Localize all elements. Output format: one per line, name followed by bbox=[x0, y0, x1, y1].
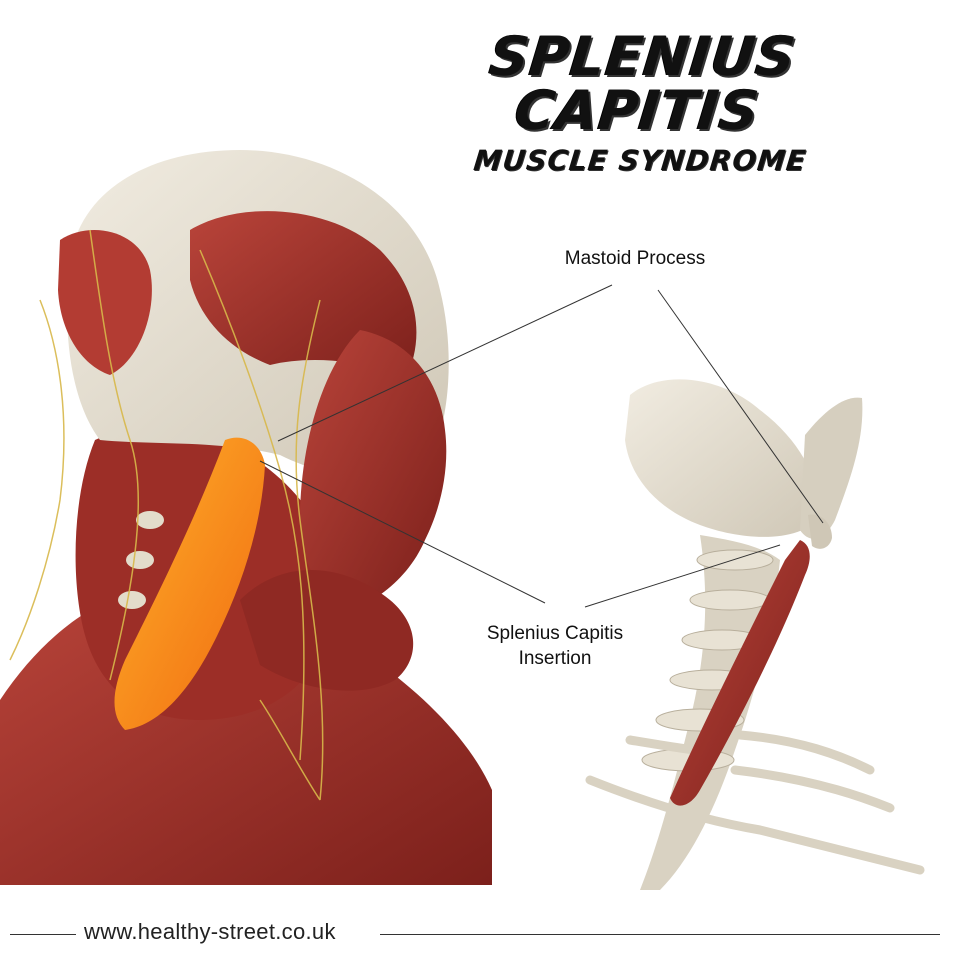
occipital-bone bbox=[625, 379, 822, 537]
splenius-capitis-highlight bbox=[114, 437, 266, 730]
head-neck-figure bbox=[0, 150, 492, 885]
mastoid-process bbox=[808, 514, 832, 549]
ribs bbox=[585, 730, 925, 875]
splenius-capitis-muscle bbox=[670, 540, 810, 806]
footer-divider-left bbox=[10, 934, 76, 935]
jaw bbox=[240, 570, 414, 691]
mastoid-leader-right bbox=[657, 289, 824, 524]
label-splenius-insertion-line1: Splenius Capitis bbox=[486, 623, 624, 644]
mastoid-leader-left bbox=[277, 284, 613, 442]
nerves bbox=[9, 229, 324, 801]
anatomy-illustration bbox=[0, 150, 925, 890]
face-muscles bbox=[300, 330, 447, 610]
insertion-leader-right bbox=[584, 544, 781, 608]
leader-lines bbox=[259, 284, 824, 608]
footer-divider-right bbox=[380, 934, 940, 935]
insertion-leader-left bbox=[259, 460, 546, 604]
label-splenius-insertion: Splenius Capitis Insertion bbox=[460, 622, 650, 671]
label-splenius-insertion-line2: Insertion bbox=[518, 647, 592, 669]
skull-spine-figure bbox=[585, 379, 925, 890]
temporal-bone-wing bbox=[800, 397, 863, 539]
occipital-muscle bbox=[58, 230, 152, 375]
label-mastoid-process: Mastoid Process bbox=[564, 248, 706, 269]
website-link[interactable]: www.healthy-street.co.uk bbox=[84, 919, 336, 944]
footer: www.healthy-street.co.uk bbox=[0, 915, 960, 955]
